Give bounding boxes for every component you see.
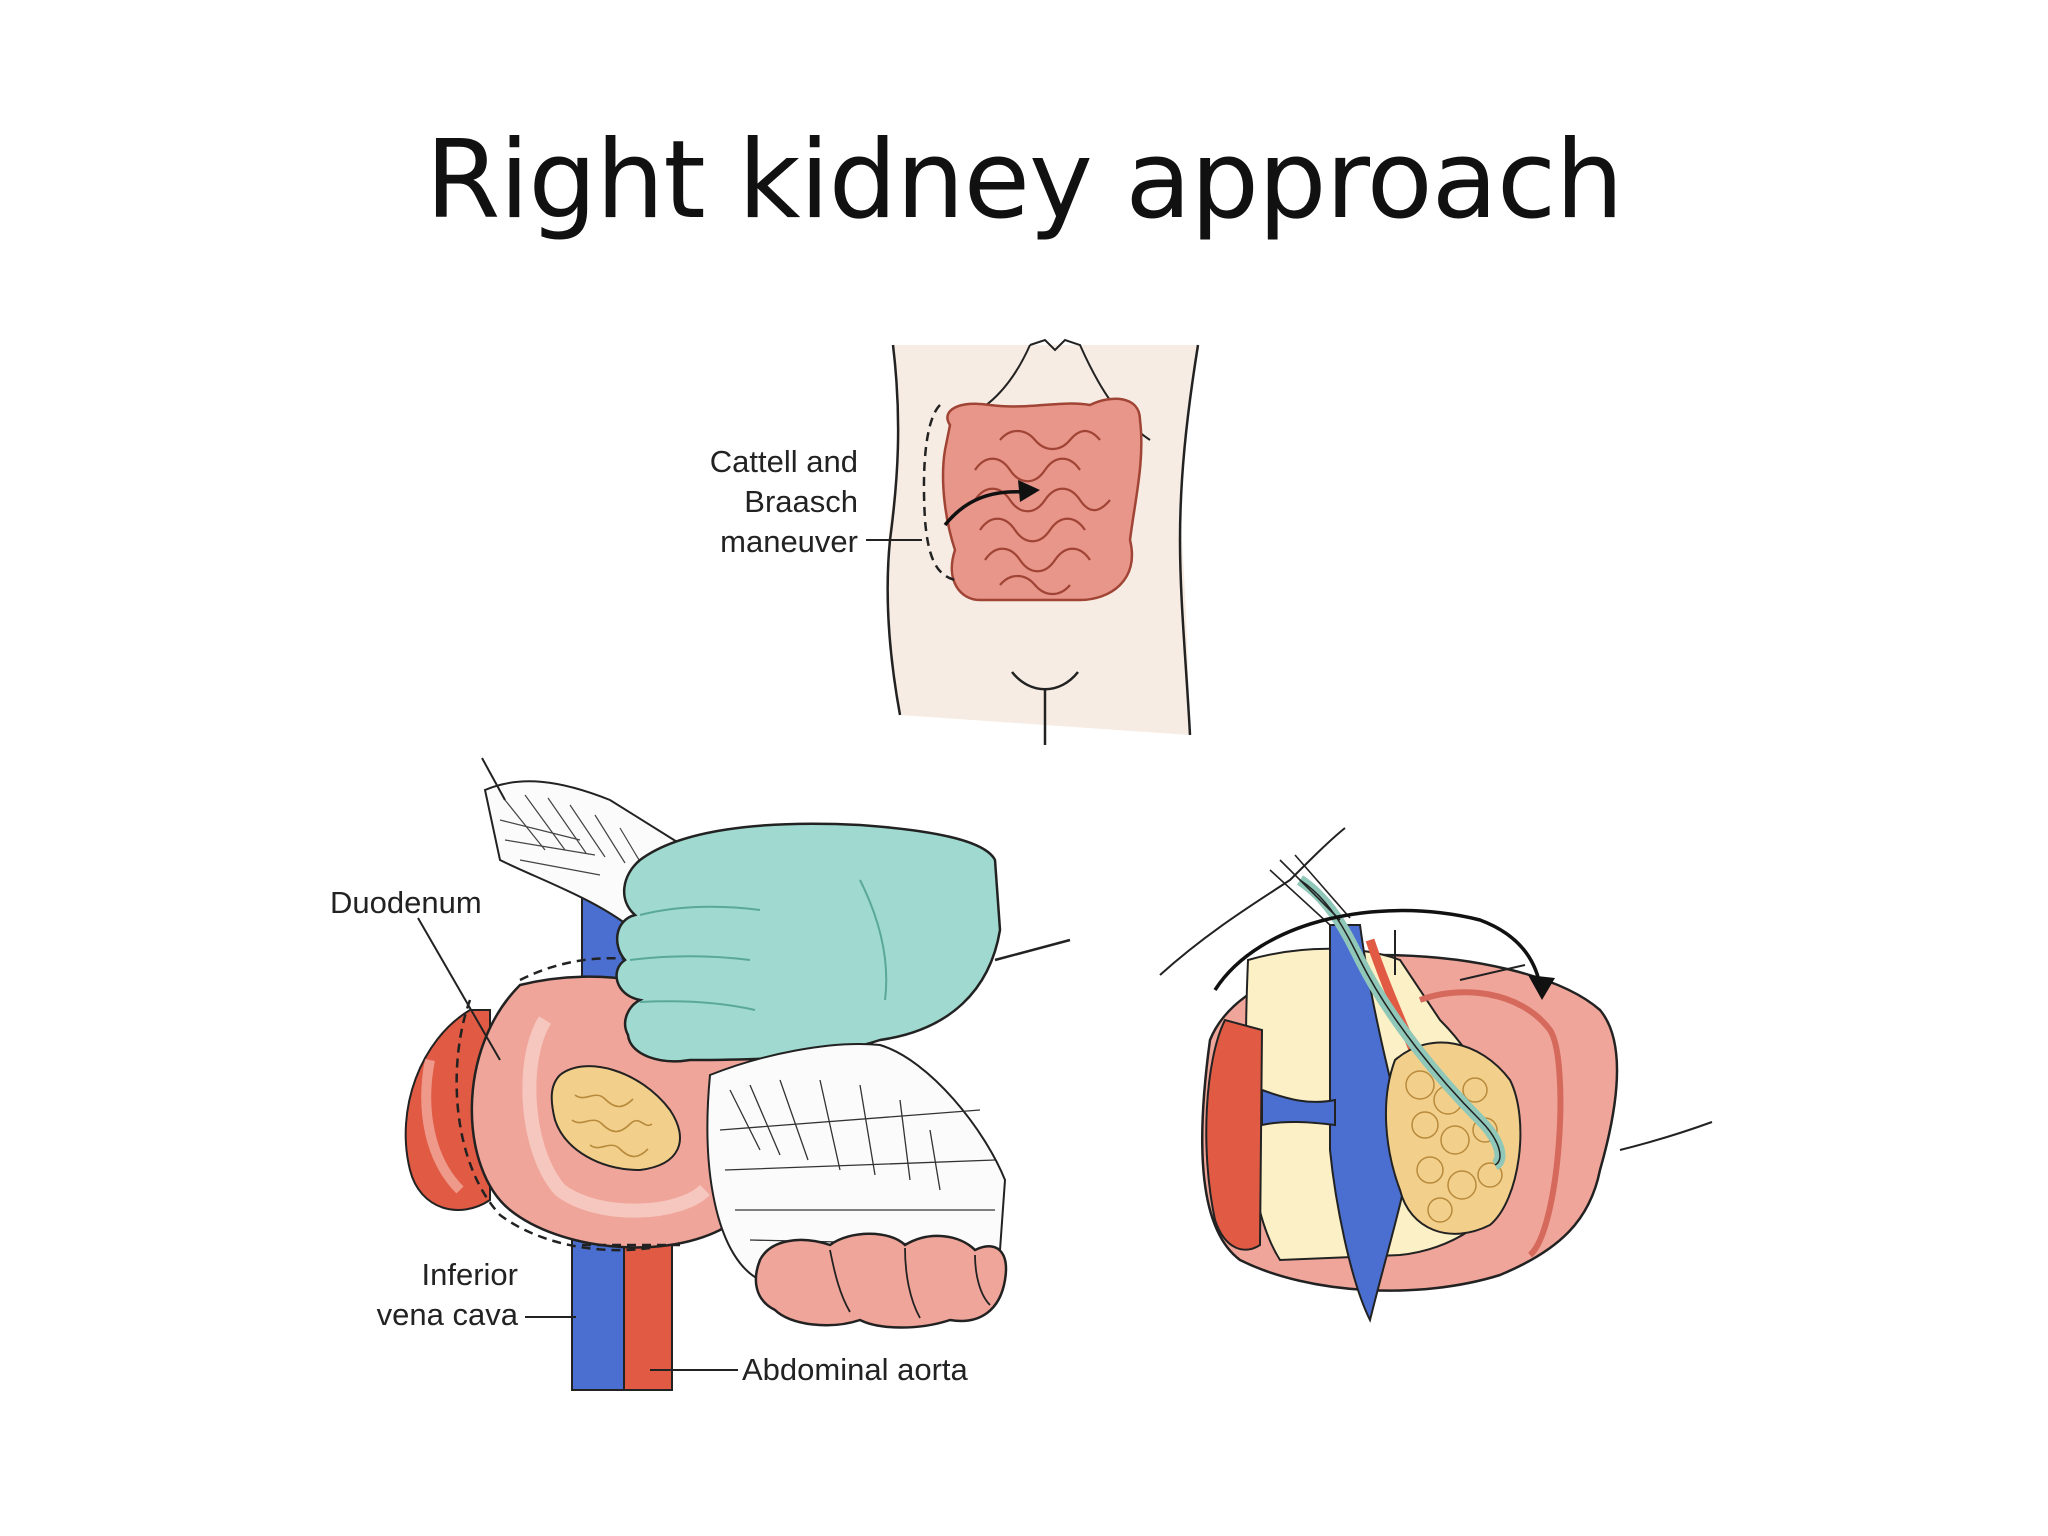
maneuver-arrowhead bbox=[1018, 480, 1040, 502]
torso-illustration bbox=[866, 338, 1200, 745]
label-duodenum: Duodenum bbox=[330, 885, 482, 920]
duodenum-retraction-illustration bbox=[404, 757, 1071, 1391]
gloved-hand bbox=[615, 822, 1002, 1063]
renal-vein bbox=[1261, 1088, 1336, 1127]
exposure-illustration bbox=[1159, 827, 1713, 1323]
label-ivc-line2: vena cava bbox=[377, 1297, 519, 1332]
rotation-arrow bbox=[1213, 908, 1542, 991]
aorta-vessel bbox=[623, 1239, 673, 1391]
ivc-vessel bbox=[571, 1239, 625, 1391]
torso-right-outline bbox=[1178, 344, 1200, 736]
pancreas-head bbox=[550, 1065, 681, 1172]
label-maneuver-line3: maneuver bbox=[720, 524, 858, 559]
fist bbox=[754, 1232, 1008, 1329]
label-ivc-line1: Inferior bbox=[422, 1257, 518, 1292]
right-kidney bbox=[1205, 1018, 1264, 1251]
maneuver-dashed-outline bbox=[922, 404, 956, 582]
exposed-ivc bbox=[1329, 924, 1412, 1323]
label-maneuver-line2: Braasch bbox=[744, 484, 858, 519]
label-maneuver-line1: Cattell and bbox=[710, 444, 858, 479]
slide-title: Right kidney approach bbox=[425, 118, 1623, 243]
colon-outline bbox=[941, 397, 1143, 602]
maneuver-arrow bbox=[943, 490, 1026, 527]
label-abdominal-aorta: Abdominal aorta bbox=[742, 1352, 969, 1387]
rotation-arrowhead bbox=[1528, 975, 1555, 1000]
